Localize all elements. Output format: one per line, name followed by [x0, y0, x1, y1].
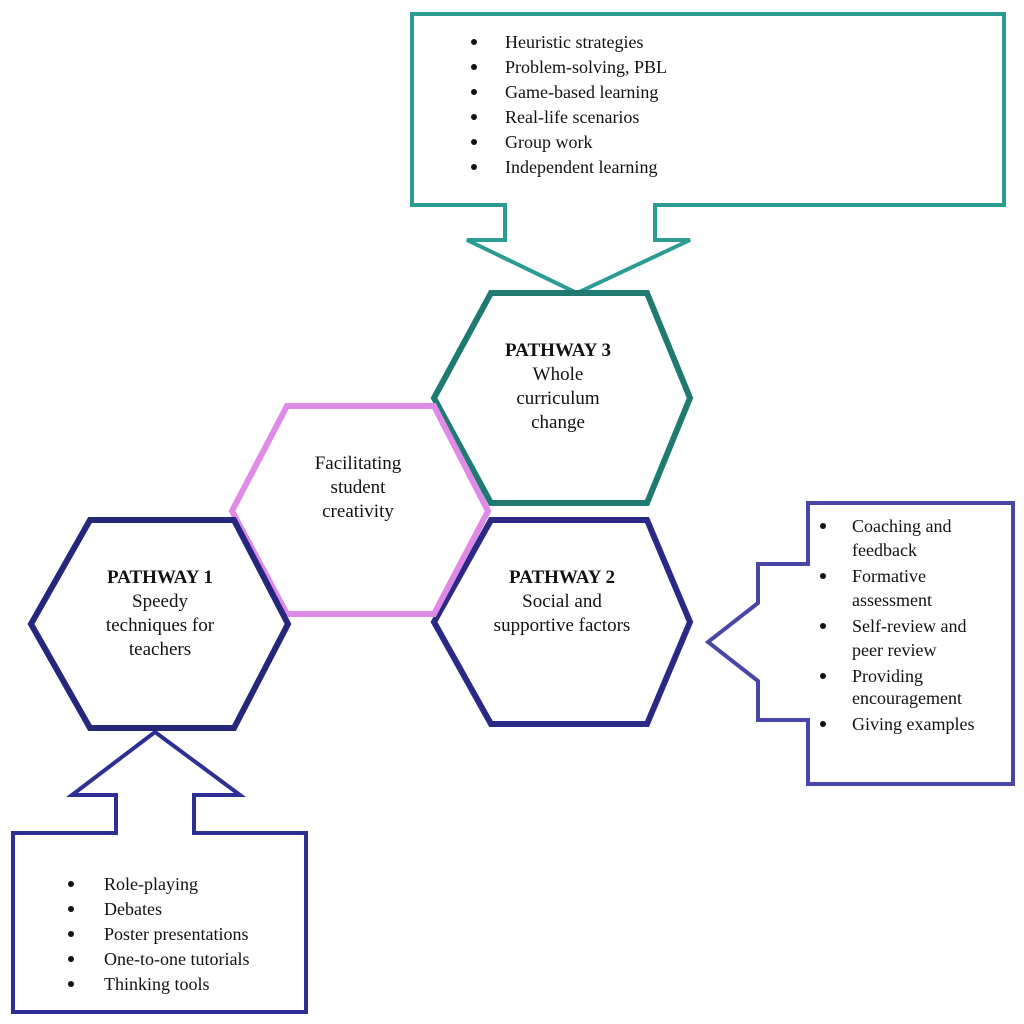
pathway1-hexagon	[27, 517, 292, 731]
list-item: One-to-one tutorials	[68, 949, 249, 969]
bullet-icon	[471, 164, 477, 170]
pathway1-item: Poster presentations	[104, 924, 248, 944]
list-item: Providing encouragement	[820, 666, 962, 708]
bullet-icon	[820, 573, 826, 579]
pathway3-item: Problem-solving, PBL	[505, 57, 667, 77]
pathway2-list: Coaching and feedback Formative assessme…	[820, 516, 974, 734]
bullet-icon	[471, 114, 477, 120]
pathway3-item: Game-based learning	[505, 82, 658, 102]
bullet-icon	[68, 881, 74, 887]
list-item: Real-life scenarios	[471, 107, 639, 127]
bullet-icon	[471, 39, 477, 45]
list-item: Poster presentations	[68, 924, 248, 944]
pathway3-callout	[410, 12, 1006, 296]
bullet-icon	[820, 721, 826, 727]
pathway2-item-line: Formative	[852, 566, 926, 586]
pathway3-line-3: change	[531, 412, 585, 433]
pathway2-line-2: supportive factors	[494, 615, 631, 636]
center-hexagon	[228, 403, 492, 617]
pathway3-line-1: Whole	[533, 364, 584, 385]
pathway1-item: Debates	[104, 899, 162, 919]
pathway2-item-line: Coaching and	[852, 516, 951, 536]
pathway1-item: Role-playing	[104, 874, 198, 894]
pathway1-item: Thinking tools	[104, 974, 210, 994]
pathway2-line-1: Social and	[522, 591, 602, 612]
pathway3-line-2: curriculum	[516, 388, 600, 409]
pathway2-item-line: peer review	[852, 640, 936, 660]
bullet-icon	[68, 906, 74, 912]
bullet-icon	[820, 623, 826, 629]
center-line-3: creativity	[322, 501, 394, 522]
pathway2-item-line: assessment	[852, 590, 932, 610]
list-item: Independent learning	[471, 157, 657, 177]
list-item: Thinking tools	[68, 974, 210, 994]
bullet-icon	[68, 956, 74, 962]
center-line-1: Facilitating	[315, 453, 402, 474]
center-line-2: student	[331, 477, 387, 498]
bullet-icon	[471, 139, 477, 145]
list-item: Debates	[68, 899, 162, 919]
list-item: Heuristic strategies	[471, 32, 643, 52]
pathway1-callout	[11, 729, 308, 1014]
pathway2-item-line: encouragement	[852, 688, 962, 708]
bullet-icon	[471, 64, 477, 70]
list-item: Game-based learning	[471, 82, 658, 102]
bullet-icon	[68, 981, 74, 987]
pathway2-item-line: feedback	[852, 540, 917, 560]
pathway1-title: PATHWAY 1	[107, 567, 213, 588]
bullet-icon	[68, 931, 74, 937]
pathway1-label: PATHWAY 1 Speedy techniques for teachers	[106, 567, 215, 660]
center-label: Facilitating student creativity	[315, 453, 402, 522]
pathway3-item: Independent learning	[505, 157, 657, 177]
pathway2-item-line: Self-review and	[852, 616, 966, 636]
pathway1-line-3: teachers	[129, 639, 191, 660]
pathway1-list: Role-playing Debates Poster presentation…	[68, 874, 249, 994]
list-item: Formative assessment	[820, 566, 932, 610]
list-item: Self-review and peer review	[820, 616, 966, 660]
pathway2-item-line: Giving examples	[852, 714, 974, 734]
pathway3-list: Heuristic strategies Problem-solving, PB…	[471, 32, 667, 177]
list-item: Giving examples	[820, 714, 974, 734]
pathway2-hexagon	[430, 517, 694, 727]
pathway2-title: PATHWAY 2	[509, 567, 615, 588]
pathway3-item: Real-life scenarios	[505, 107, 639, 127]
pathway3-item: Heuristic strategies	[505, 32, 643, 52]
list-item: Problem-solving, PBL	[471, 57, 667, 77]
pathway3-label: PATHWAY 3 Whole curriculum change	[505, 340, 611, 433]
list-item: Group work	[471, 132, 593, 152]
pathway1-line-2: techniques for	[106, 615, 215, 636]
bullet-icon	[820, 673, 826, 679]
pathway1-item: One-to-one tutorials	[104, 949, 249, 969]
pathway3-hexagon	[430, 290, 694, 506]
pathway2-item-line: Providing	[852, 666, 923, 686]
list-item: Coaching and feedback	[820, 516, 951, 560]
pathway1-line-1: Speedy	[132, 591, 188, 612]
pathway2-callout	[704, 501, 1015, 786]
bullet-icon	[820, 523, 826, 529]
list-item: Role-playing	[68, 874, 198, 894]
pathway3-title: PATHWAY 3	[505, 340, 611, 361]
pathway2-label: PATHWAY 2 Social and supportive factors	[494, 567, 631, 636]
pathway3-item: Group work	[505, 132, 593, 152]
bullet-icon	[471, 89, 477, 95]
